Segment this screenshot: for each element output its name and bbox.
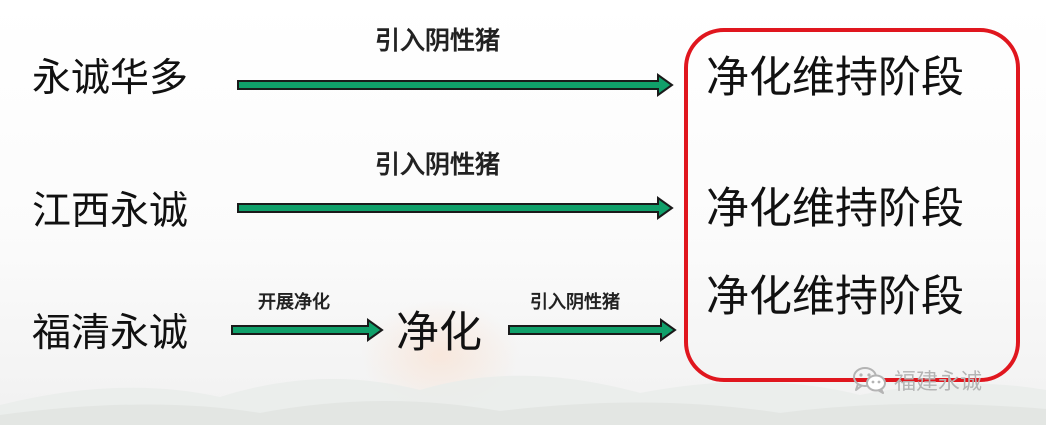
background-mountains <box>0 375 1046 425</box>
stage-box <box>684 28 1020 382</box>
arrow-label-intro-pig-3: 引入阴性猪 <box>530 292 620 313</box>
arrow-1 <box>237 73 674 97</box>
arrow-4 <box>508 318 677 342</box>
farm-name-yongcheng-huaduo: 永诚华多 <box>32 56 189 101</box>
arrow-label-intro-pig-2: 引入阴性猪 <box>375 150 501 179</box>
arrow-label-start-purify: 开展净化 <box>258 292 330 313</box>
stage-label-3: 净化维持阶段 <box>706 272 964 322</box>
stage-label-2: 净化维持阶段 <box>706 184 964 234</box>
farm-name-fuqing-yongcheng: 福清永诚 <box>32 311 189 356</box>
arrow-2 <box>237 196 674 220</box>
wechat-icon <box>853 367 886 394</box>
farm-name-jiangxi-yongcheng: 江西永诚 <box>32 189 189 234</box>
watermark-text: 福建永诚 <box>894 370 983 395</box>
arrow-3 <box>231 318 384 342</box>
stage-label-1: 净化维持阶段 <box>706 53 964 103</box>
middle-step-purify: 净化 <box>396 308 482 358</box>
arrow-label-intro-pig-1: 引入阴性猪 <box>375 26 501 55</box>
watermark: 福建永诚 <box>852 365 982 395</box>
